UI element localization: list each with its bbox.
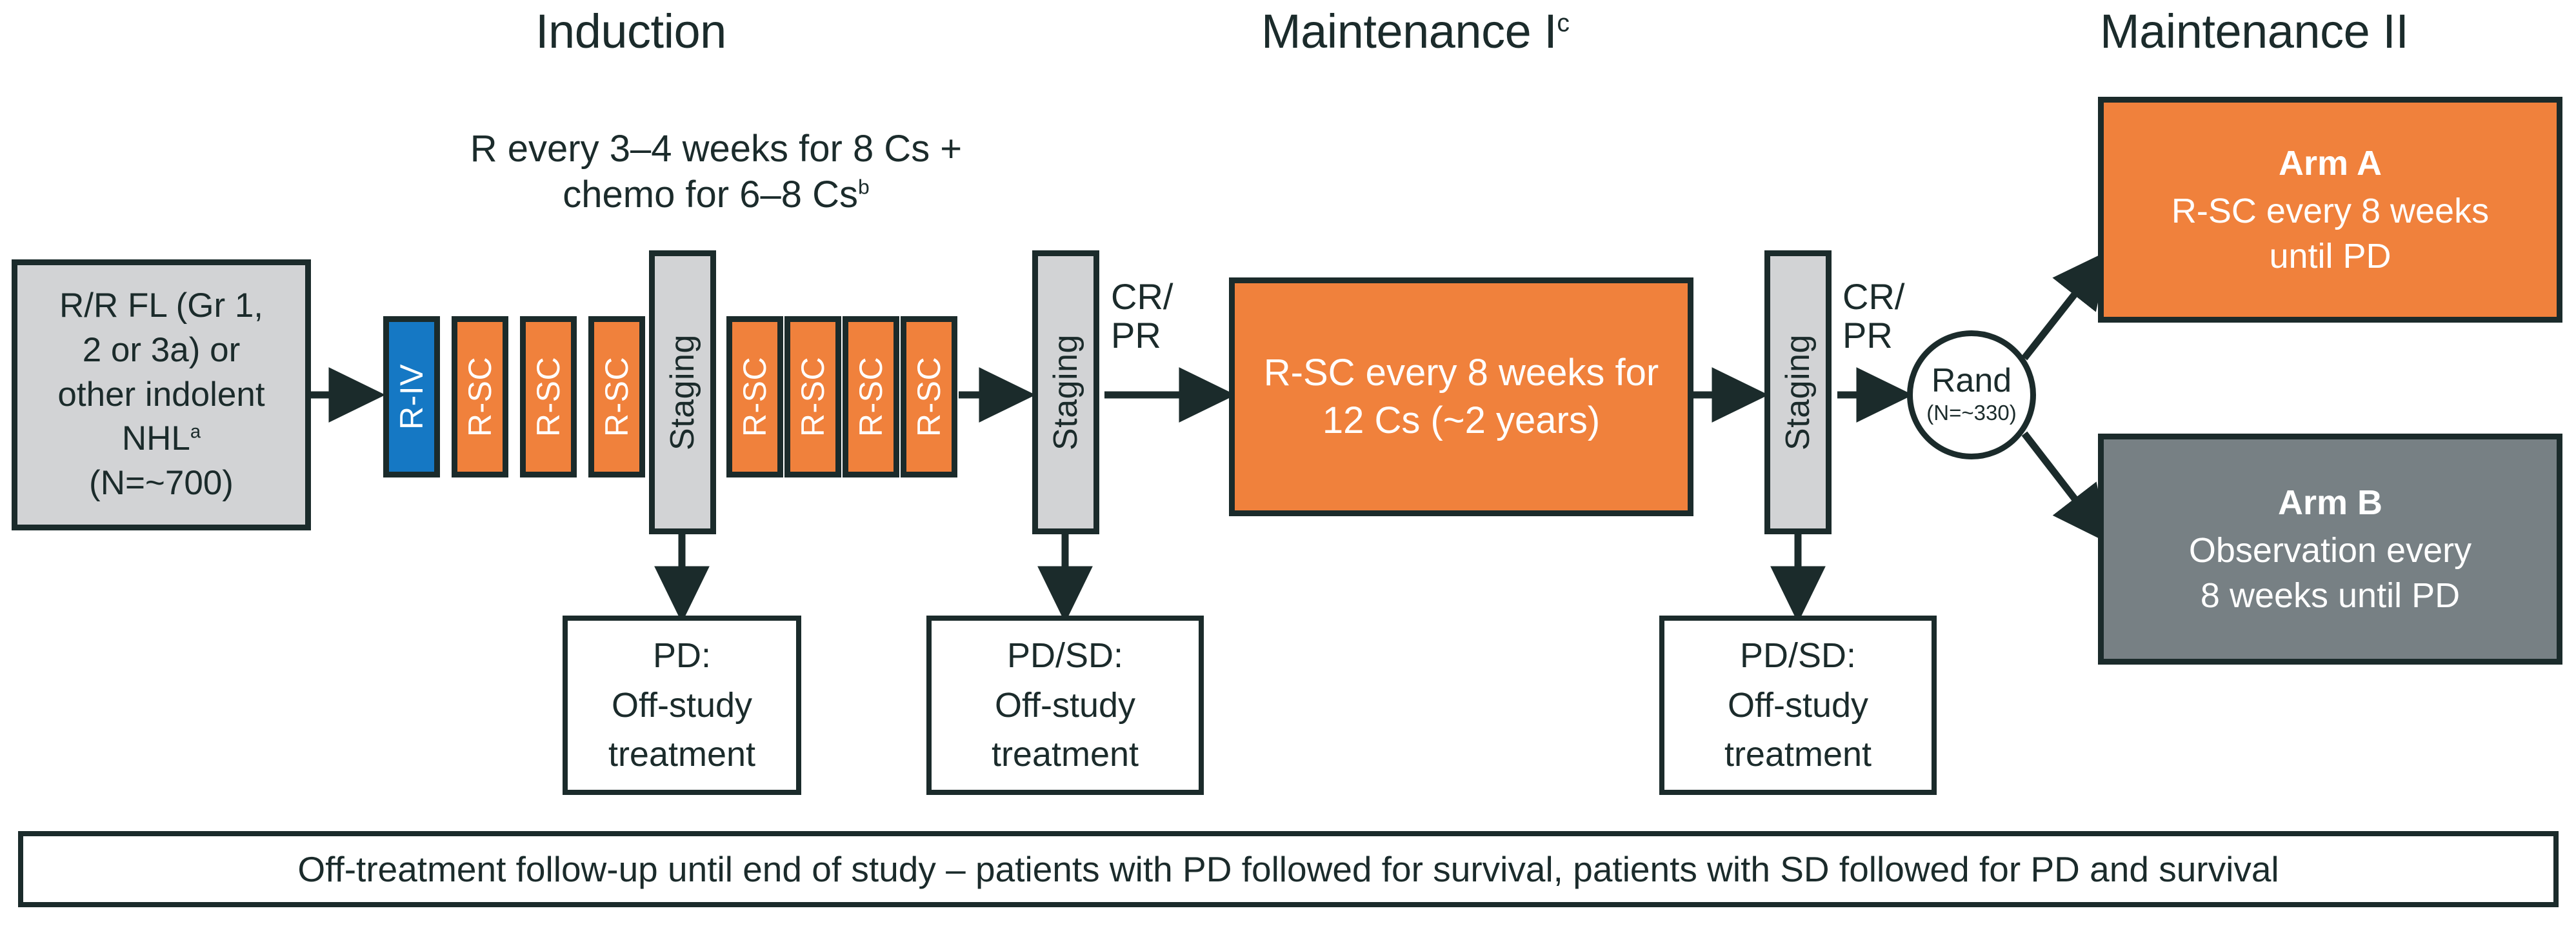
off-study-box-3: PD/SD: Off-study treatment	[1659, 616, 1937, 795]
cycle-bar-r-sc-6: R-SC	[843, 316, 899, 477]
entry-line-1: R/R FL (Gr 1,	[59, 286, 264, 325]
entry-line-4-footnote: a	[190, 421, 201, 443]
cycle-bar-r-sc-4-label: R-SC	[737, 356, 773, 437]
cycle-bar-r-sc-5: R-SC	[784, 316, 841, 477]
maintenance-1-line-2: 12 Cs (~2 years)	[1322, 399, 1601, 441]
arm-b-box: Arm B Observation every 8 weeks until PD	[2098, 434, 2562, 665]
induction-caption-footnote: b	[858, 175, 870, 199]
cycle-bar-r-sc-7-label: R-SC	[911, 356, 947, 437]
cycle-bar-r-sc-1: R-SC	[452, 316, 508, 477]
staging-bar-2-label: Staging	[1047, 334, 1084, 450]
follow-up-footer-text: Off-treatment follow-up until end of stu…	[297, 849, 2279, 889]
cycle-bar-r-sc-2-label: R-SC	[530, 356, 566, 437]
staging-bar-3-label: Staging	[1779, 334, 1817, 450]
induction-caption-line-2-text: chemo for 6–8 Cs	[563, 173, 859, 216]
arm-a-title: Arm A	[2278, 143, 2382, 183]
staging-bar-1-label: Staging	[664, 334, 701, 450]
entry-line-4: NHLa	[122, 417, 201, 461]
off-study-box-2-line-3: treatment	[991, 735, 1139, 774]
randomization-label: Rand	[1931, 361, 2012, 399]
arm-b-title: Arm B	[2277, 483, 2383, 522]
off-study-box-2: PD/SD: Off-study treatment	[926, 616, 1204, 795]
randomization-sample-size: (N=~330)	[1926, 400, 2017, 425]
cycle-bar-r-sc-6-label: R-SC	[853, 356, 889, 437]
maintenance-1-box: R-SC every 8 weeks for 12 Cs (~2 years)	[1229, 277, 1693, 516]
randomization-circle: Rand (N=~330)	[1907, 330, 2036, 459]
off-study-box-2-line-2: Off-study	[994, 685, 1136, 725]
induction-caption: R every 3–4 weeks for 8 Cs + chemo for 6…	[381, 126, 1052, 218]
response-label-cr-pr-1-line-1: CR/	[1111, 276, 1173, 317]
off-study-box-3-line-1: PD/SD:	[1739, 636, 1857, 675]
entry-line-2: 2 or 3a) or	[82, 330, 241, 369]
cycle-bar-r-sc-3: R-SC	[588, 316, 645, 477]
entry-criteria-box: R/R FL (Gr 1, 2 or 3a) or other indolent…	[12, 259, 311, 530]
cycle-bar-r-sc-4: R-SC	[726, 316, 783, 477]
phase-header-maintenance-1: Maintenance Ic	[1261, 4, 1570, 59]
off-study-box-1-line-1: PD:	[652, 636, 712, 675]
cycle-bar-r-iv: R-IV	[383, 316, 440, 477]
cycle-bar-r-sc-1-label: R-SC	[462, 356, 498, 437]
arm-b-line-1: Observation every	[2188, 530, 2472, 570]
cycle-bar-r-sc-2: R-SC	[520, 316, 577, 477]
arm-b-line-2: 8 weeks until PD	[2200, 576, 2461, 616]
off-study-box-2-line-1: PD/SD:	[1006, 636, 1124, 675]
cycle-bar-r-sc-7: R-SC	[901, 316, 957, 477]
response-label-cr-pr-1-line-2: PR	[1111, 315, 1161, 356]
phase-header-maintenance-1-footnote: c	[1557, 8, 1570, 37]
cycle-bar-r-sc-5-label: R-SC	[795, 356, 831, 437]
arm-a-line-2: until PD	[2269, 237, 2391, 276]
entry-line-4-text: NHL	[121, 419, 190, 458]
entry-line-5: (N=~700)	[89, 464, 234, 503]
response-label-cr-pr-2: CR/ PR	[1842, 277, 1904, 356]
arm-a-box: Arm A R-SC every 8 weeks until PD	[2098, 97, 2562, 323]
off-study-box-3-line-3: treatment	[1724, 735, 1872, 774]
phase-header-maintenance-2: Maintenance II	[2100, 4, 2409, 59]
staging-bar-1: Staging	[649, 250, 716, 534]
maintenance-1-line-1: R-SC every 8 weeks for	[1263, 351, 1659, 394]
follow-up-footer-bar: Off-treatment follow-up until end of stu…	[18, 831, 2559, 907]
entry-line-3: other indolent	[57, 375, 265, 414]
phase-header-maintenance-2-label: Maintenance II	[2100, 5, 2409, 58]
cycle-bar-r-sc-3-label: R-SC	[599, 356, 635, 437]
phase-header-induction: Induction	[535, 4, 726, 59]
induction-caption-line-1: R every 3–4 weeks for 8 Cs +	[470, 128, 963, 170]
phase-header-maintenance-1-label: Maintenance I	[1261, 5, 1557, 58]
response-label-cr-pr-2-line-1: CR/	[1842, 276, 1905, 317]
off-study-box-3-line-2: Off-study	[1727, 685, 1869, 725]
staging-bar-2: Staging	[1032, 250, 1099, 534]
off-study-box-1-line-2: Off-study	[611, 685, 753, 725]
staging-bar-3: Staging	[1764, 250, 1832, 534]
response-label-cr-pr-1: CR/ PR	[1111, 277, 1173, 356]
off-study-box-1: PD: Off-study treatment	[563, 616, 801, 795]
phase-header-induction-label: Induction	[535, 5, 726, 58]
response-label-cr-pr-2-line-2: PR	[1842, 315, 1893, 356]
arm-a-line-1: R-SC every 8 weeks	[2171, 191, 2490, 230]
induction-caption-line-2: chemo for 6–8 Csb	[381, 172, 1052, 218]
cycle-bar-r-iv-label: R-IV	[394, 364, 430, 430]
off-study-box-1-line-3: treatment	[608, 735, 756, 774]
